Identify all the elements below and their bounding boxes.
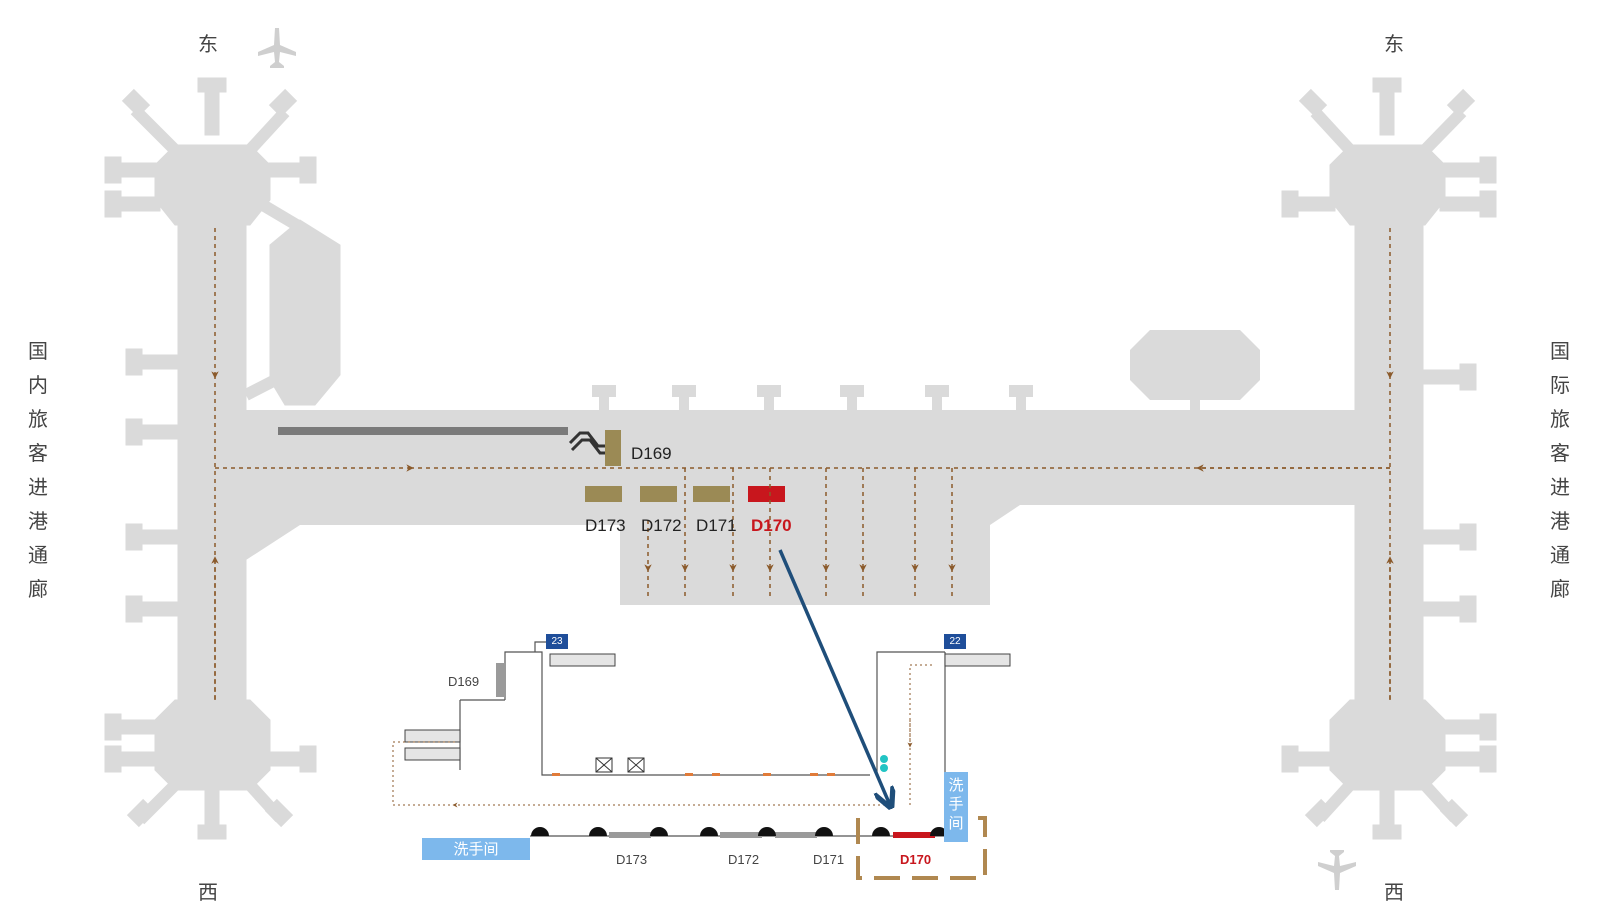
gate-marker-d172 [640, 486, 677, 502]
airplane-icon [258, 28, 296, 68]
detail-inset [459, 641, 946, 837]
walkway-bar [278, 427, 568, 435]
airplane-icon-bottom-right [1318, 850, 1356, 890]
detail-gate-marker-d169 [496, 663, 506, 697]
right-top-satellite [1281, 77, 1497, 226]
detail-escalators [404, 653, 1011, 761]
detail-gate-d172-label: D172 [728, 852, 760, 867]
gate-marker-d169 [605, 430, 621, 466]
d170-highlight-box [856, 816, 987, 880]
left-bottom-satellite [104, 699, 317, 840]
badge-22: 22 [944, 634, 966, 649]
gate-label-d170: D170 [751, 516, 792, 535]
domestic-corridor-label: 国内旅客进港通廊 [28, 339, 48, 601]
direction-west-left: 西 [198, 880, 218, 904]
main-concourse [246, 330, 1390, 605]
detail-gate-d169-label: D169 [448, 674, 480, 689]
escalator-icon [568, 431, 605, 455]
badge-23: 23 [546, 634, 568, 649]
detail-gate-row [531, 827, 948, 838]
left-pier [104, 77, 341, 840]
direction-east-left: 东 [198, 32, 218, 56]
detail-flow [392, 664, 932, 808]
direction-west-right: 西 [1384, 880, 1404, 904]
left-top-satellite [104, 77, 317, 226]
gate-marker-d170 [748, 486, 785, 502]
restroom-side: 洗手间 [944, 772, 968, 842]
flow-arrows [211, 228, 1394, 700]
detail-gate-d170-label: D170 [900, 852, 932, 867]
gate-label-d173: D173 [585, 516, 626, 535]
info-desk-icon [880, 755, 888, 772]
gate-label-d171: D171 [696, 516, 737, 535]
kiosk-icons [595, 757, 645, 773]
gate-label-d169: D169 [631, 444, 672, 463]
international-corridor-label: 国际旅客进港通廊 [1550, 339, 1570, 601]
gate-marker-d171 [693, 486, 730, 502]
gate-label-d172: D172 [641, 516, 682, 535]
detail-gate-d171-label: D171 [813, 852, 845, 867]
route-arrow [778, 549, 890, 805]
direction-east-right: 东 [1384, 32, 1404, 56]
restroom-bottom: 洗手间 [422, 838, 530, 860]
gate-marker-d173 [585, 486, 622, 502]
right-bottom-satellite [1281, 699, 1497, 840]
detail-counters [552, 773, 835, 776]
detail-gate-d173-label: D173 [616, 852, 648, 867]
